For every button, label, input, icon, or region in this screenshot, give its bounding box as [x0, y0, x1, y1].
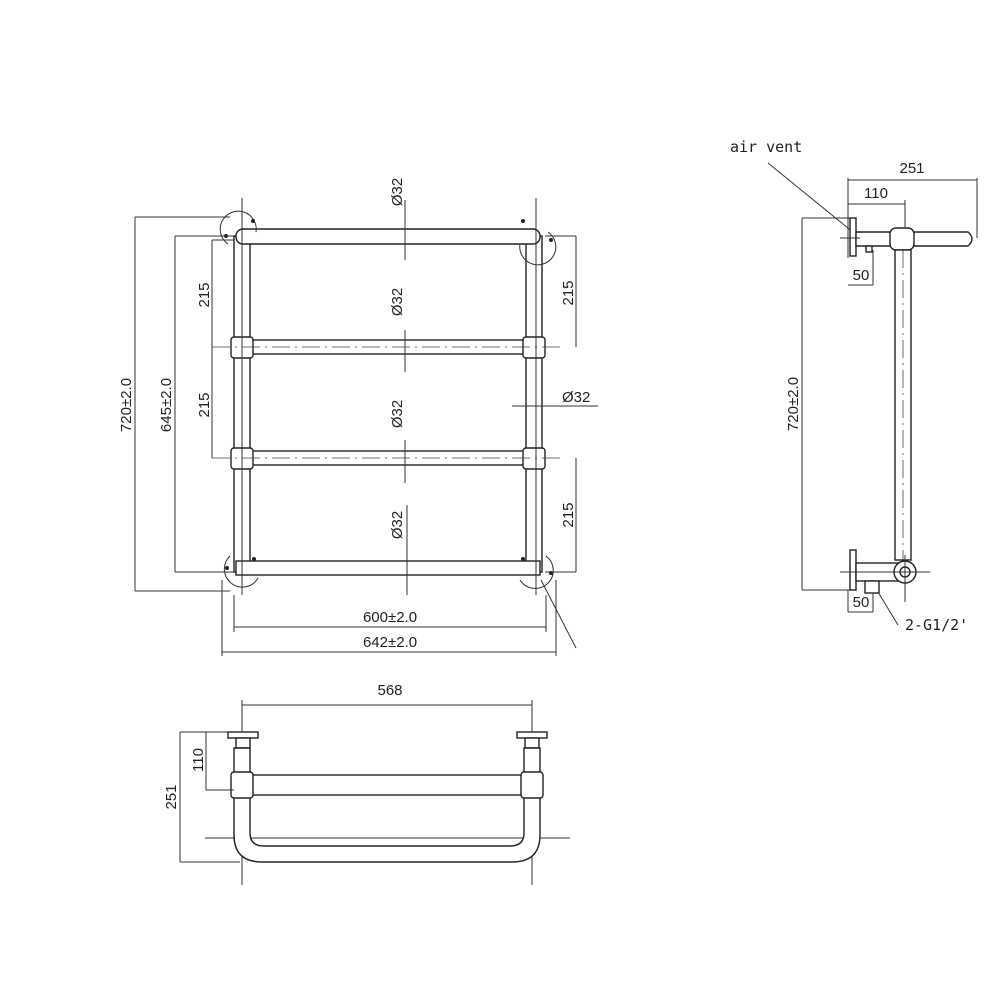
rail-diameter-1: Ø32: [389, 178, 406, 206]
top-width-centers: 568: [377, 682, 402, 699]
side-height-overall: 720±2.0: [785, 377, 802, 431]
rail-diameter-2: Ø32: [389, 288, 406, 316]
rail-joints: [230, 336, 546, 470]
right-flange: [516, 731, 548, 739]
top-wall-flange: [849, 217, 857, 257]
connection-port: [864, 580, 880, 594]
cross-rail: [249, 774, 525, 796]
right-spacing-2: 215: [560, 502, 577, 527]
left-spacing-2: 215: [196, 392, 213, 417]
wall-bracket-bosses: [219, 210, 557, 589]
side-view: air vent 251 110 50 720±2.0: [730, 138, 978, 634]
front-height-centers: 645±2.0: [158, 378, 175, 432]
connection-label: 2-G1/2': [905, 616, 968, 634]
air-vent: [865, 245, 873, 253]
flange-top-dim: 50: [853, 267, 870, 284]
front-width-overall: 642±2.0: [363, 634, 417, 651]
bottom-rail: [235, 560, 541, 576]
left-flange: [227, 731, 259, 739]
front-view: 720±2.0 645±2.0 215 215 215 215 Ø32 Ø32 …: [118, 178, 598, 656]
right-spacing-1: 215: [560, 280, 577, 305]
rail-diameter-4: Ø32: [389, 511, 406, 539]
right-post: [525, 235, 543, 573]
top-view: 568 110 251: [163, 682, 570, 885]
air-vent-label: air vent: [730, 138, 802, 156]
leader-line: [540, 579, 577, 649]
u-rail: [233, 747, 541, 863]
top-depth-overall: 251: [163, 784, 180, 809]
side-depth-overall: 251: [899, 160, 924, 177]
front-height-overall: 720±2.0: [118, 378, 135, 432]
rail-diameter-3: Ø32: [389, 400, 406, 428]
side-depth-wall: 110: [864, 185, 888, 202]
post-diameter: Ø32: [562, 389, 590, 406]
flange-bottom-dim: 50: [853, 594, 870, 611]
top-depth-wall: 110: [190, 748, 207, 772]
front-width-centers: 600±2.0: [363, 609, 417, 626]
left-spacing-1: 215: [196, 282, 213, 307]
top-rail: [235, 228, 541, 245]
bottom-wall-flange: [849, 549, 857, 591]
